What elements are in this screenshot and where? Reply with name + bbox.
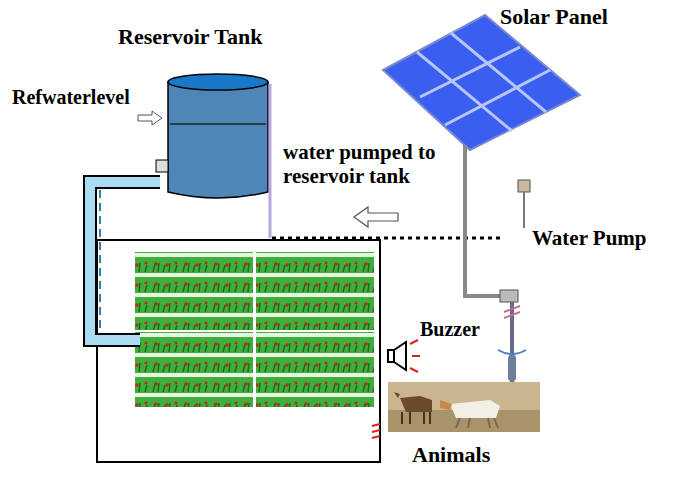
flow-label: water pumped to reservoir tank (283, 140, 458, 188)
solar-panel (383, 15, 580, 150)
panel-label: Solar Panel (500, 4, 608, 29)
flow-arrow (354, 207, 398, 227)
buzzer-symbol (388, 340, 420, 372)
crop-field (135, 252, 374, 407)
tank-label: Reservoir Tank (118, 24, 262, 49)
inlet-pipe (269, 84, 272, 238)
reservoir-tank (156, 74, 268, 198)
pipe-outline (90, 182, 160, 340)
water-pump (498, 180, 530, 382)
field-border (97, 240, 380, 462)
animals-photo (388, 382, 540, 432)
animals-label: Animals (412, 442, 490, 467)
ref-level-label: Refwaterlevel (12, 86, 130, 109)
irrigation-pipe (90, 182, 160, 340)
pump-label: Water Pump (532, 226, 647, 250)
sensor-mark (372, 424, 380, 438)
buzzer-label: Buzzer (420, 318, 480, 341)
pole (463, 145, 467, 288)
